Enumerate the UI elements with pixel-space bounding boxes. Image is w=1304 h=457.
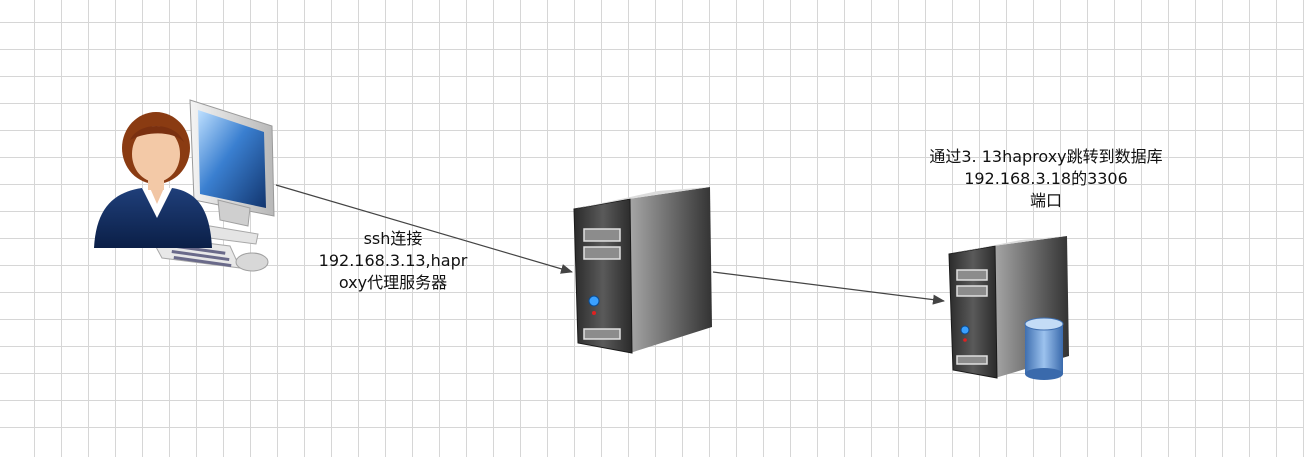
db-server-node [945, 232, 1070, 382]
client-node [90, 96, 280, 276]
proxy-server-node [570, 183, 720, 361]
edge-label-proxy-to-db: 通过3. 13haproxy跳转到数据库 192.168.3.18的3306 端… [886, 146, 1206, 212]
edge-proxy-to-db [712, 271, 945, 305]
user-workstation-icon [94, 99, 275, 272]
server-tower-icon [573, 187, 712, 354]
label-line: ssh连接 [363, 229, 423, 248]
database-server-icon [948, 236, 1069, 380]
label-line: 192.168.3.18的3306 [964, 169, 1128, 188]
edge-label-client-to-proxy: ssh连接 192.168.3.13,hapr oxy代理服务器 [318, 228, 468, 294]
label-line: oxy代理服务器 [338, 273, 448, 292]
label-line: 端口 [1029, 191, 1062, 210]
label-line: 192.168.3.13,hapr [318, 251, 468, 270]
label-line: 通过3. 13haproxy跳转到数据库 [929, 147, 1163, 166]
